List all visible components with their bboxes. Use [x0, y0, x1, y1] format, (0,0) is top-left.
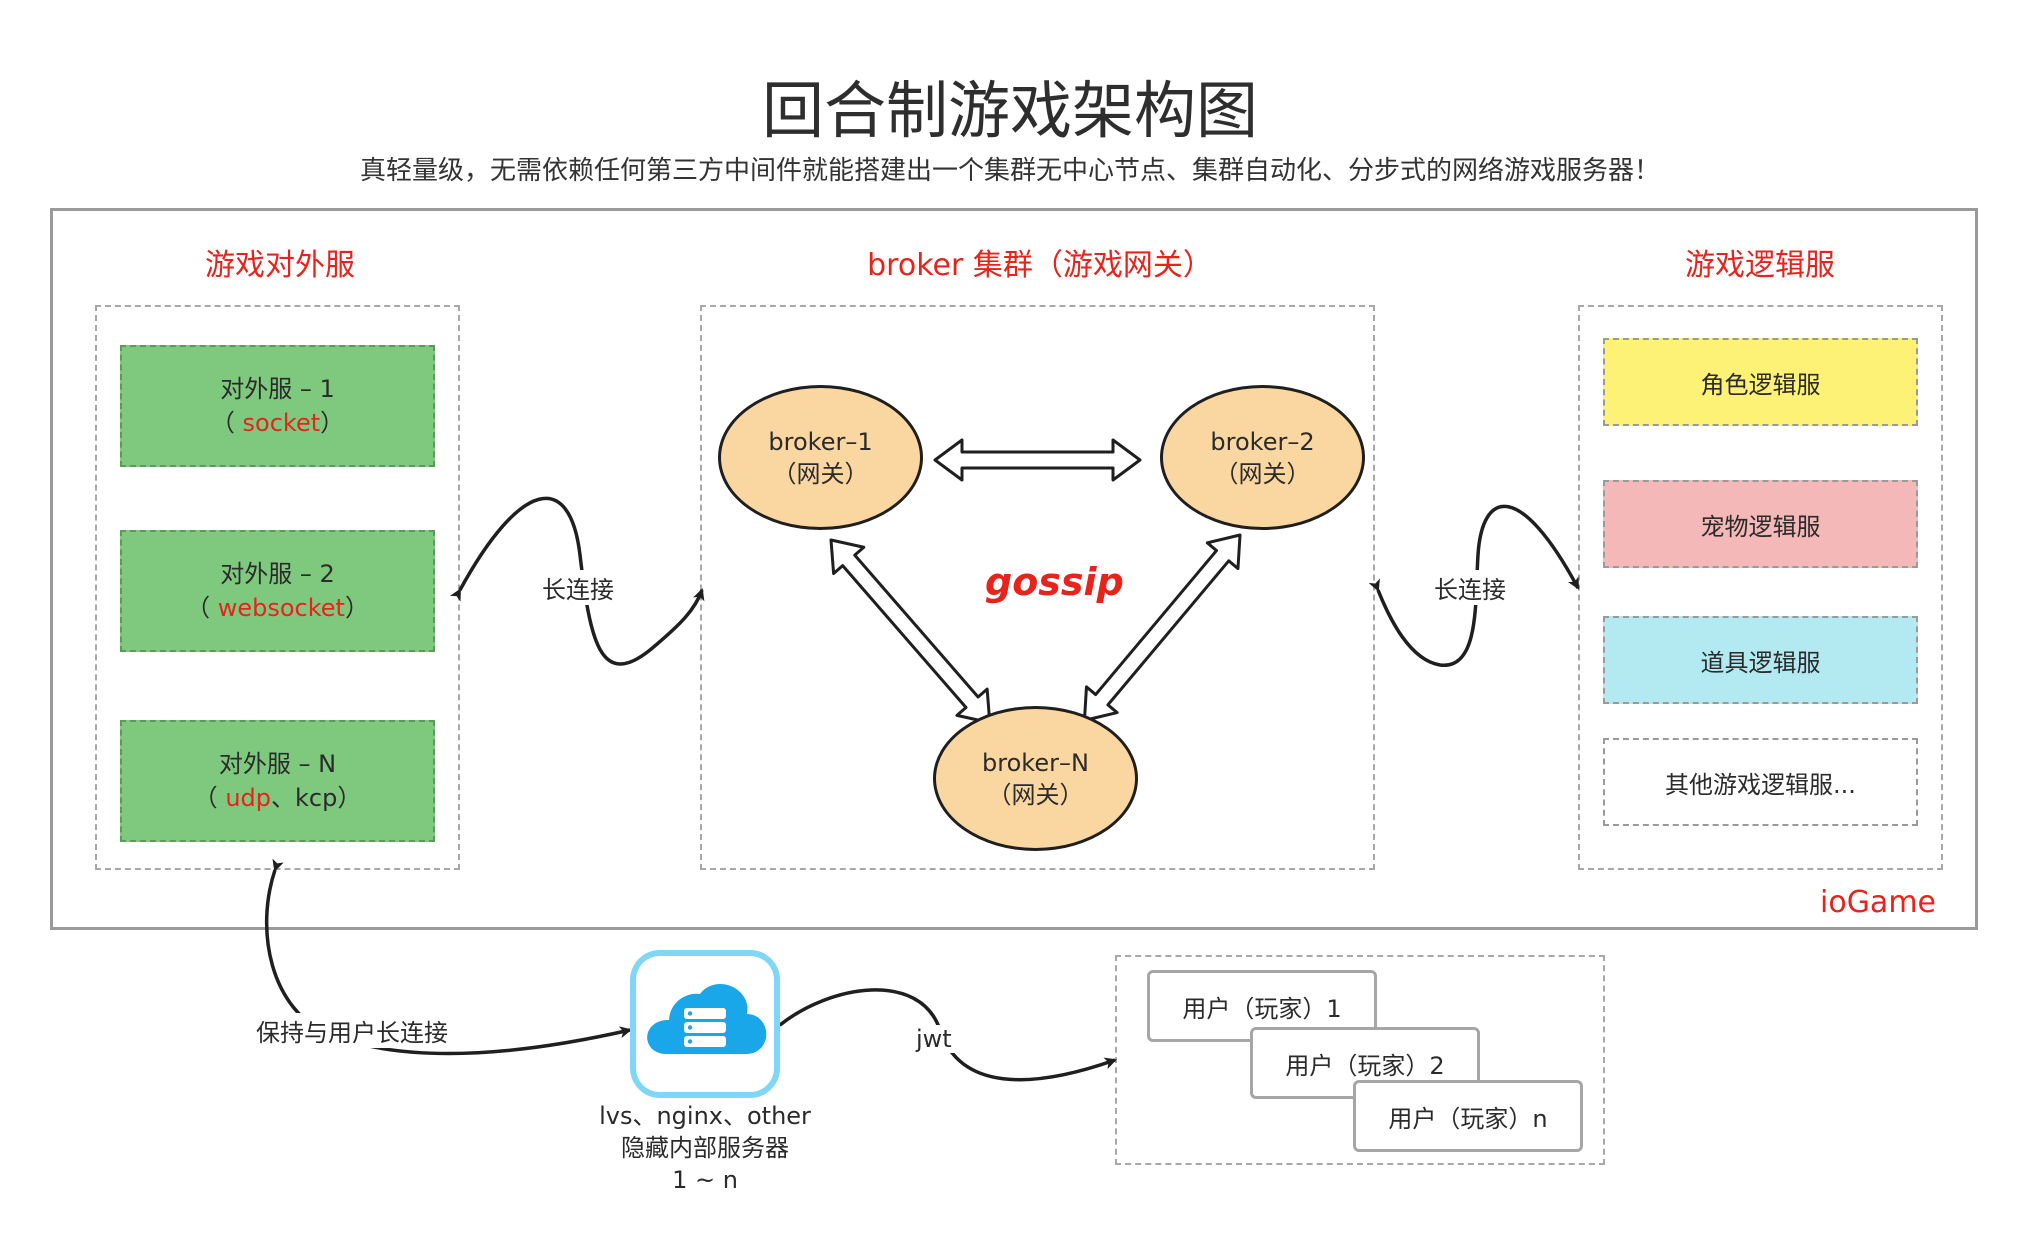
gossip-link-1-n	[829, 538, 992, 725]
protocol-label: udp	[225, 784, 271, 812]
external-server-protocol-line: （ socket）	[210, 409, 345, 437]
user-n: 用户（玩家）n	[1353, 1080, 1583, 1152]
load-balancer-caption: lvs、nginx、other 隐藏内部服务器 1 ~ n	[560, 1100, 850, 1196]
broker-1-node: broker–1 （网关）	[718, 385, 923, 530]
iogame-label: ioGame	[1820, 885, 1937, 920]
external-server-name: 对外服 – 1	[220, 375, 335, 403]
external-server-protocol-line: （ websocket）	[186, 594, 369, 622]
external-server-protocol-line: （ udp、kcp）	[193, 784, 362, 812]
lb-line-2: 隐藏内部服务器	[621, 1134, 789, 1162]
broker-section-title: broker 集群（游戏网关）	[867, 248, 1213, 283]
page-subtitle: 真轻量级，无需依赖任何第三方中间件就能搭建出一个集群无中心节点、集群自动化、分步…	[359, 156, 1660, 186]
external-server-1: 对外服 – 1 （ socket）	[120, 345, 435, 467]
logic-group	[1578, 305, 1943, 870]
logic-server-item: 道具逻辑服	[1603, 616, 1918, 704]
logic-section-title: 游戏逻辑服	[1685, 248, 1835, 283]
broker-sub: （网关）	[772, 459, 869, 488]
logic-server-other: 其他游戏逻辑服...	[1603, 738, 1918, 826]
external-server-n: 对外服 – N （ udp、kcp）	[120, 720, 435, 842]
external-section-title: 游戏对外服	[205, 248, 355, 283]
gossip-link-2-n	[1082, 533, 1242, 722]
broker-name: broker–N	[982, 748, 1089, 777]
external-server-name: 对外服 – 2	[220, 560, 335, 588]
keep-connection-label: 保持与用户长连接	[252, 1013, 452, 1048]
broker-sub: （网关）	[1214, 459, 1311, 488]
protocol-label: socket	[242, 409, 321, 437]
cloud-server-icon	[647, 983, 767, 1054]
broker-name: broker–2	[1210, 427, 1315, 456]
external-server-2: 对外服 – 2 （ websocket）	[120, 530, 435, 652]
gossip-label: gossip	[985, 560, 1124, 604]
external-server-name: 对外服 – N	[218, 750, 337, 778]
broker-sub: （网关）	[987, 780, 1084, 809]
broker-name: broker–1	[768, 427, 873, 456]
long-connection-left-label: 长连接	[538, 570, 618, 605]
broker-2-node: broker–2 （网关）	[1160, 385, 1365, 530]
page-title: 回合制游戏架构图	[761, 74, 1258, 147]
iogame-frame	[50, 208, 1978, 930]
logic-server-role: 角色逻辑服	[1603, 338, 1918, 426]
broker-n-node: broker–N （网关）	[933, 706, 1138, 851]
long-connection-right-label: 长连接	[1430, 570, 1510, 605]
load-balancer-icon-frame	[630, 950, 780, 1098]
logic-server-pet: 宠物逻辑服	[1603, 480, 1918, 568]
gossip-link-1-2	[933, 438, 1142, 482]
lb-line-1: lvs、nginx、other	[599, 1102, 811, 1130]
protocol-label: websocket	[217, 594, 345, 622]
jwt-label: jwt	[912, 1025, 956, 1053]
lb-line-3: 1 ~ n	[672, 1166, 738, 1194]
long-connection-left-curve	[449, 496, 705, 666]
